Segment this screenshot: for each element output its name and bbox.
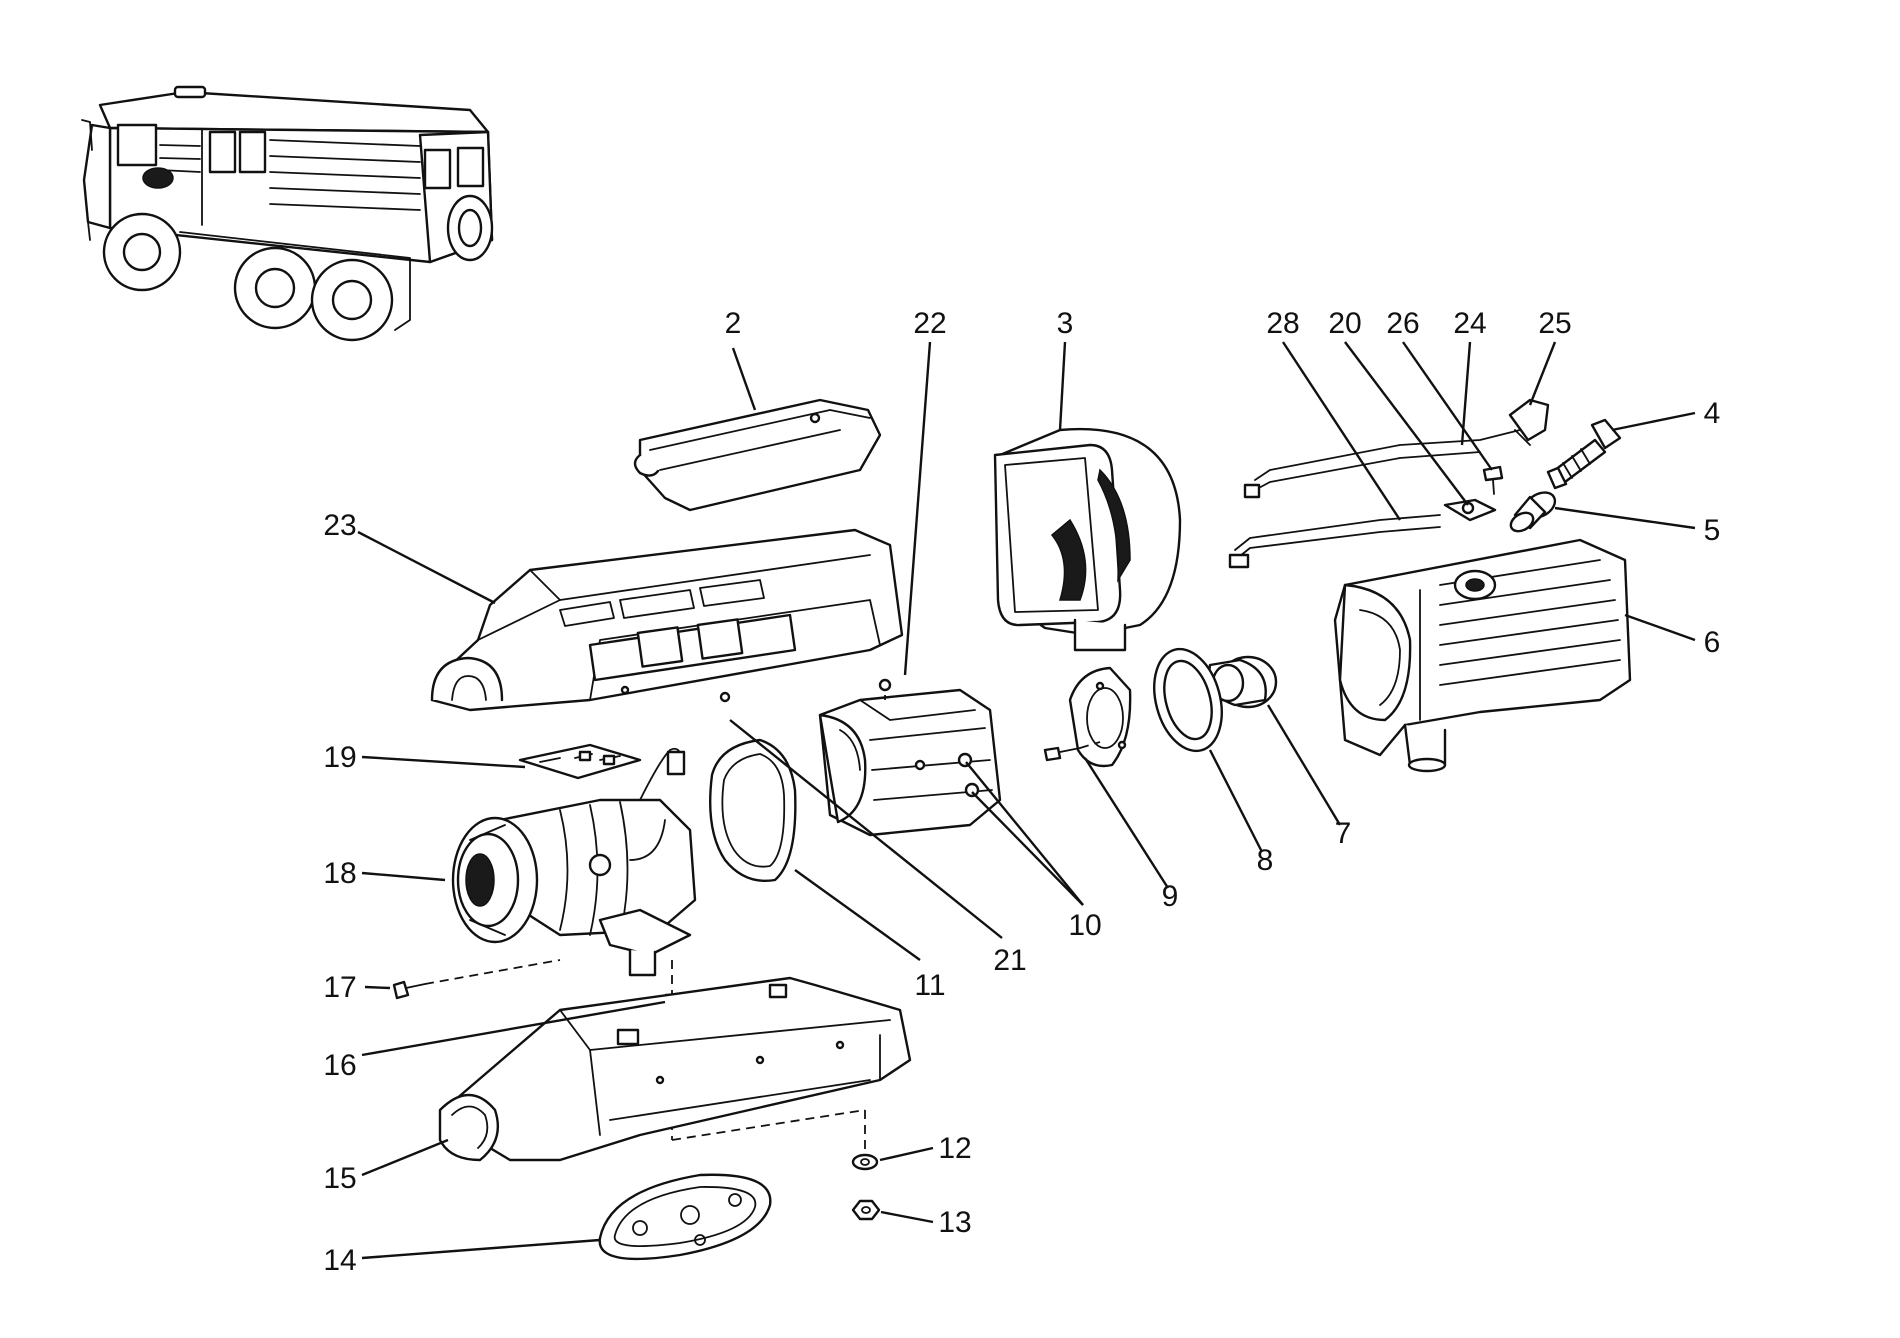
callout-3: 3: [1057, 307, 1074, 340]
callout-15: 15: [323, 1162, 356, 1195]
part-17-screw: [392, 959, 561, 1000]
callout-labels: 2 22 3 28 20 26 24 25 4 5 6 23 19 18 17 …: [323, 307, 1720, 1277]
vehicle-thumbnail: [81, 85, 494, 342]
part-2-cover-cap: [633, 398, 882, 512]
part-8-gasket: [1153, 647, 1223, 753]
callout-11: 11: [914, 969, 945, 1002]
callout-25: 25: [1538, 307, 1571, 340]
parts-wiring-cluster: [1228, 398, 1550, 569]
callout-8: 8: [1257, 844, 1274, 877]
callout-2: 2: [725, 307, 742, 340]
callout-12: 12: [938, 1132, 971, 1165]
callout-4: 4: [1704, 397, 1721, 430]
part-19-control-board: [518, 743, 642, 780]
part-23-upper-housing: [430, 528, 904, 712]
part-15-lower-housing: [438, 976, 912, 1162]
callout-21: 21: [993, 944, 1026, 977]
callout-10: 10: [1068, 909, 1101, 942]
part-18-blower-motor: [451, 747, 697, 977]
callout-5: 5: [1704, 514, 1721, 547]
callout-16: 16: [323, 1049, 356, 1082]
part-10-combustion-chamber: [818, 678, 1002, 837]
part-3-fan-cowl: [993, 427, 1182, 652]
callout-28: 28: [1266, 307, 1299, 340]
part-7-spacer-ring: [1208, 655, 1278, 709]
callout-7: 7: [1335, 817, 1352, 850]
part-14-base-gasket: [598, 1173, 772, 1261]
parts-12-13-washer-nut: [851, 1153, 881, 1221]
callout-26: 26: [1386, 307, 1419, 340]
callout-13: 13: [938, 1206, 971, 1239]
callout-14: 14: [323, 1244, 356, 1277]
callout-23: 23: [323, 509, 356, 542]
callout-18: 18: [323, 857, 356, 890]
leader-lines: [357, 341, 1696, 1260]
part-4-glow-plug: [1546, 418, 1622, 490]
callout-6: 6: [1704, 626, 1721, 659]
part-6-heat-exchanger: [1333, 538, 1632, 773]
callout-19: 19: [323, 741, 356, 774]
part-5-sleeve: [1509, 491, 1557, 533]
callout-24: 24: [1453, 307, 1486, 340]
callout-9: 9: [1162, 880, 1179, 913]
callout-20: 20: [1328, 307, 1361, 340]
callout-22: 22: [913, 307, 946, 340]
callout-17: 17: [323, 971, 356, 1004]
part-9-flange: [1043, 666, 1132, 768]
